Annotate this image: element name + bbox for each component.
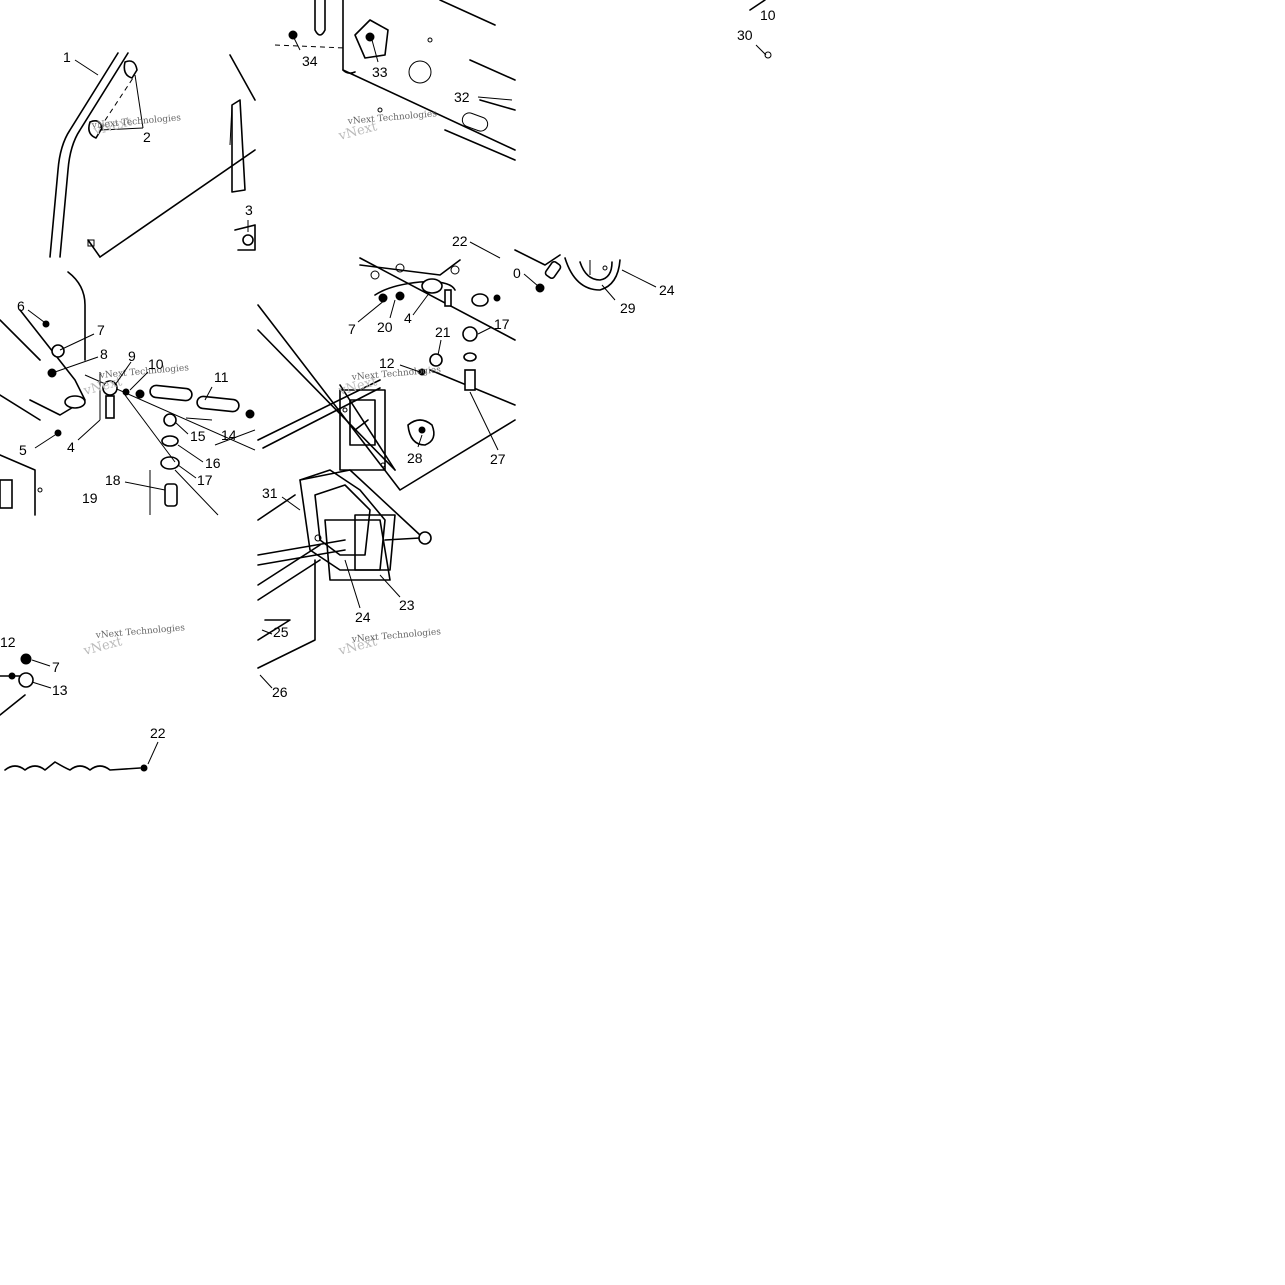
callout: 4 xyxy=(67,439,75,455)
callout: 25 xyxy=(273,624,289,640)
callout: 14 xyxy=(221,427,237,443)
callout: 23 xyxy=(399,597,415,613)
tile-steering-housing xyxy=(257,257,516,669)
callout: 20 xyxy=(377,319,393,335)
callout: 18 xyxy=(105,472,121,488)
callout: 0 xyxy=(513,265,521,281)
callout: 21 xyxy=(435,324,451,340)
callout: 9 xyxy=(128,348,136,364)
callout: 2 xyxy=(143,129,151,145)
callout: 19 xyxy=(82,490,98,506)
tile-tie-rod-end xyxy=(514,249,621,293)
callout: 24 xyxy=(659,282,675,298)
callout: 22 xyxy=(150,725,166,741)
callout: 8 xyxy=(100,346,108,362)
callout: 11 xyxy=(214,369,229,385)
callout: 17 xyxy=(494,316,510,332)
watermark-5: vNext vNext Technologies xyxy=(81,623,186,659)
tile-frame-bar xyxy=(49,52,256,258)
callout: 28 xyxy=(407,450,423,466)
callout: 3 xyxy=(245,202,253,218)
svg-text:vNext Technologies: vNext Technologies xyxy=(94,623,185,641)
tile-tie-rod-assembly xyxy=(0,653,148,772)
callout: 17 xyxy=(197,472,213,488)
callout: 10 xyxy=(148,356,164,372)
callout: 33 xyxy=(372,64,388,80)
callout: 5 xyxy=(19,442,27,458)
callout: 34 xyxy=(302,53,318,69)
tile-corner-fragment xyxy=(749,0,772,59)
callout: 12 xyxy=(0,634,16,650)
callout: 15 xyxy=(190,428,206,444)
callout: 22 xyxy=(452,233,468,249)
callout: 31 xyxy=(262,485,278,501)
callout: 1 xyxy=(63,49,71,65)
callout: 32 xyxy=(454,89,470,105)
svg-text:vNext Technologies: vNext Technologies xyxy=(350,627,441,645)
callout: 4 xyxy=(404,310,412,326)
callout: 24 xyxy=(355,609,371,625)
tile-pivot-linkage xyxy=(0,271,256,516)
svg-text:vNext Technologies: vNext Technologies xyxy=(346,109,437,127)
svg-text:vNext Technologies: vNext Technologies xyxy=(350,365,441,383)
callout: 10 xyxy=(760,7,776,23)
callout: 12 xyxy=(379,355,395,371)
callout: 7 xyxy=(348,321,356,337)
callout: 7 xyxy=(52,659,60,675)
tile-mount-plate xyxy=(274,0,516,161)
callout: 16 xyxy=(205,455,221,471)
svg-text:vNext Technologies: vNext Technologies xyxy=(98,363,189,381)
watermark-2: vNext vNext Technologies xyxy=(336,109,438,144)
callout: 29 xyxy=(620,300,636,316)
leader-lines xyxy=(27,37,767,765)
callout: 13 xyxy=(52,682,68,698)
callout: 26 xyxy=(272,684,288,700)
callout: 27 xyxy=(490,451,506,467)
callout: 7 xyxy=(97,322,105,338)
callout: 30 xyxy=(737,27,753,43)
callout: 6 xyxy=(17,298,25,314)
watermark-6: vNext vNext Technologies xyxy=(336,627,442,659)
callout-labels: 1 2 3 34 33 32 10 30 6 7 8 9 10 11 4 5 1… xyxy=(0,7,776,741)
watermark-1: vNext vNext Technologies xyxy=(90,113,181,139)
